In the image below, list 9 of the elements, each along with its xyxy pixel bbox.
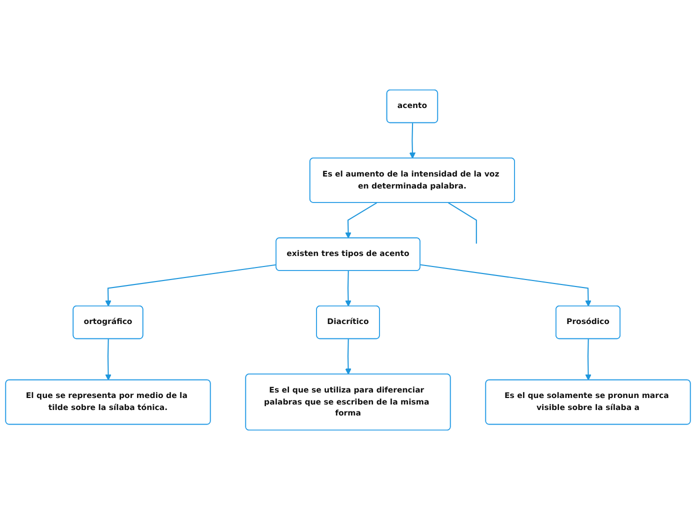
arrow xyxy=(105,264,276,307)
arrow xyxy=(345,202,378,238)
arrow xyxy=(585,339,592,380)
arrow xyxy=(345,339,352,375)
arrow xyxy=(420,264,592,307)
arrow xyxy=(345,270,352,307)
arrow xyxy=(409,123,416,159)
connector xyxy=(448,202,477,244)
arrow xyxy=(105,339,112,380)
